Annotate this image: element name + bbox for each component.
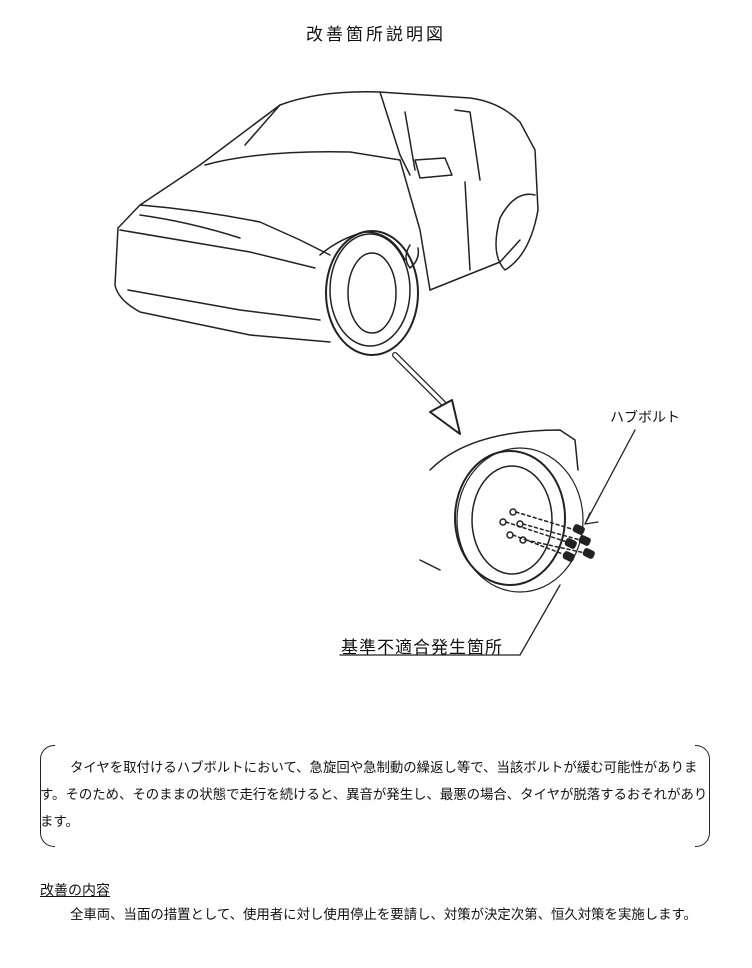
description-text: タイヤを取付けるハブボルトにおいて、急旋回や急制動の繰返し等で、当該ボルトが緩む… [40,761,708,830]
page-title: 改善箇所説明図 [306,25,446,45]
detail-wheel [419,429,586,593]
hub-bolt-label: ハブボルト [610,410,680,426]
car-drawing [114,91,539,343]
description-box: タイヤを取付けるハブボルトにおいて、急旋回や急制動の繰返し等で、当該ボルトが緩む… [40,745,710,847]
improvement-heading: 改善の内容 [40,883,110,899]
improvement-body: 全車両、当面の措置として、使用者に対し使用停止を要請し、対策が決定次第、恒久対策… [70,908,697,923]
leader-lines [339,429,636,656]
hub-bolts [562,524,595,562]
front-wheel [325,230,419,356]
defect-location-label: 基準不適合発生箇所 [341,638,503,658]
detail-arrow [392,352,461,435]
